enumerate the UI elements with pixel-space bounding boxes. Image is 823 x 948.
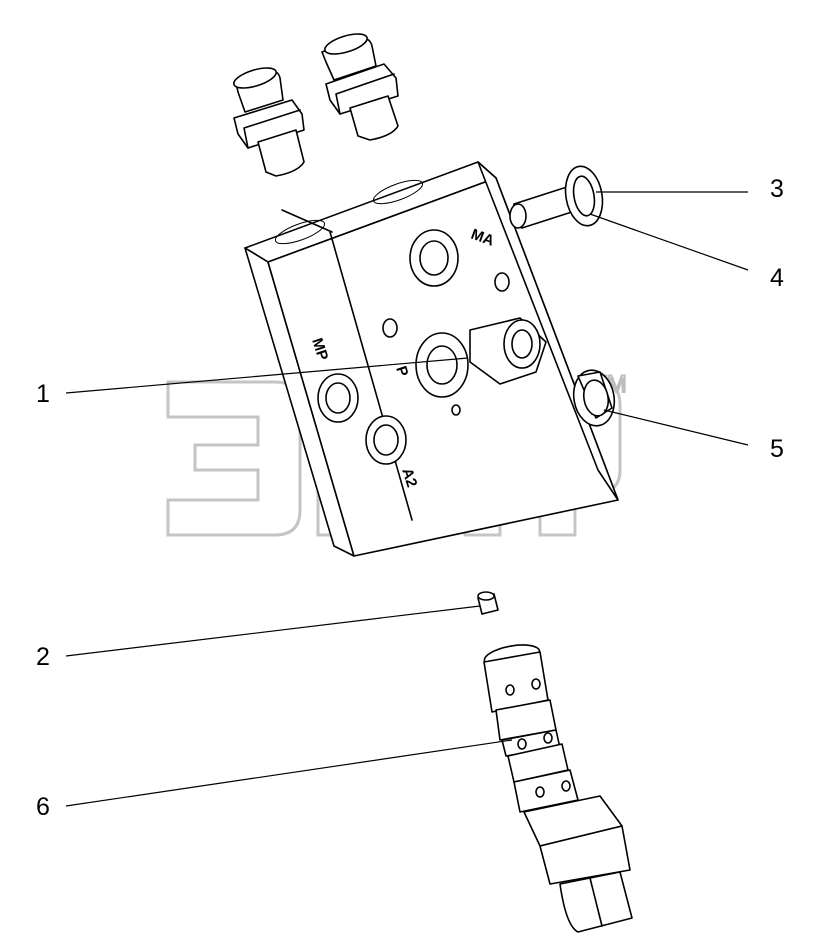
leader-2 <box>65 605 481 657</box>
leader-lines <box>65 191 749 807</box>
callout-1: 1 <box>36 380 50 408</box>
port-ma-aux <box>494 272 510 292</box>
callout-3: 3 <box>770 175 784 203</box>
port-label-p: P <box>392 364 411 379</box>
leader-1 <box>65 357 469 394</box>
leader-6 <box>65 739 513 807</box>
fitting-right <box>321 33 399 141</box>
port-label-mp: MP <box>308 336 331 363</box>
callout-6: 6 <box>36 793 50 821</box>
callout-2: 2 <box>36 643 50 671</box>
port-small <box>382 318 398 338</box>
plug-part-5 <box>572 369 616 427</box>
port-label-a2: A2 <box>398 466 420 490</box>
leader-4 <box>589 213 749 271</box>
plug-part-2 <box>477 591 499 615</box>
fitting-left <box>233 67 305 177</box>
callout-5: 5 <box>770 435 784 463</box>
plug-part-3 <box>509 165 604 229</box>
cartridge-valve-part-6 <box>483 644 633 933</box>
callout-4: 4 <box>770 264 784 292</box>
leader-5 <box>603 409 749 446</box>
